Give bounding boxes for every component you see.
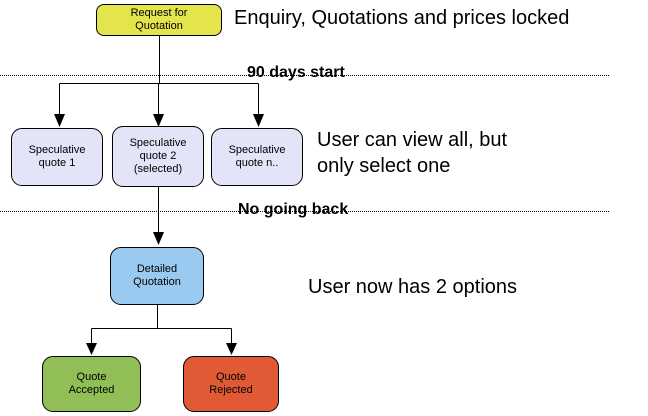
node-detailed-quotation: Detailed Quotation bbox=[110, 247, 204, 305]
node-speculative-quote-2-label: Speculative quote 2 (selected) bbox=[129, 137, 187, 175]
node-request-for-quotation: Request for Quotation bbox=[96, 4, 222, 36]
node-speculative-quote-2-selected: Speculative quote 2 (selected) bbox=[112, 126, 204, 187]
arrowheads-to-outcomes bbox=[86, 343, 237, 355]
node-request-for-quotation-label: Request for Quotation bbox=[130, 7, 188, 32]
connector-detailed-to-outcomes bbox=[91, 305, 232, 343]
node-speculative-quote-n-label: Speculative quote n.. bbox=[228, 144, 286, 169]
arrowhead-to-detailed-quotation bbox=[153, 232, 164, 245]
node-speculative-quote-1-label: Speculative quote 1 bbox=[28, 144, 86, 169]
phase-label-no-going-back: No going back bbox=[238, 201, 349, 218]
node-detailed-quotation-label: Detailed Quotation bbox=[133, 263, 181, 288]
phase-divider-line-2 bbox=[0, 211, 609, 212]
node-speculative-quote-n: Speculative quote n.. bbox=[211, 128, 303, 186]
annotation-enquiry-quotations-locked: Enquiry, Quotations and prices locked bbox=[234, 7, 570, 29]
node-quote-accepted-label: Quote Accepted bbox=[68, 371, 115, 396]
annotation-user-can-view-all: User can view all, but only select one bbox=[317, 129, 508, 177]
phase-divider-line-1 bbox=[0, 75, 609, 76]
node-quote-rejected: Quote Rejected bbox=[183, 356, 279, 412]
node-speculative-quote-1: Speculative quote 1 bbox=[11, 128, 103, 186]
node-quote-rejected-label: Quote Rejected bbox=[209, 371, 253, 396]
annotation-user-two-options: User now has 2 options bbox=[308, 276, 518, 298]
phase-label-90-days-start: 90 days start bbox=[247, 64, 345, 81]
node-quote-accepted: Quote Accepted bbox=[42, 356, 141, 412]
